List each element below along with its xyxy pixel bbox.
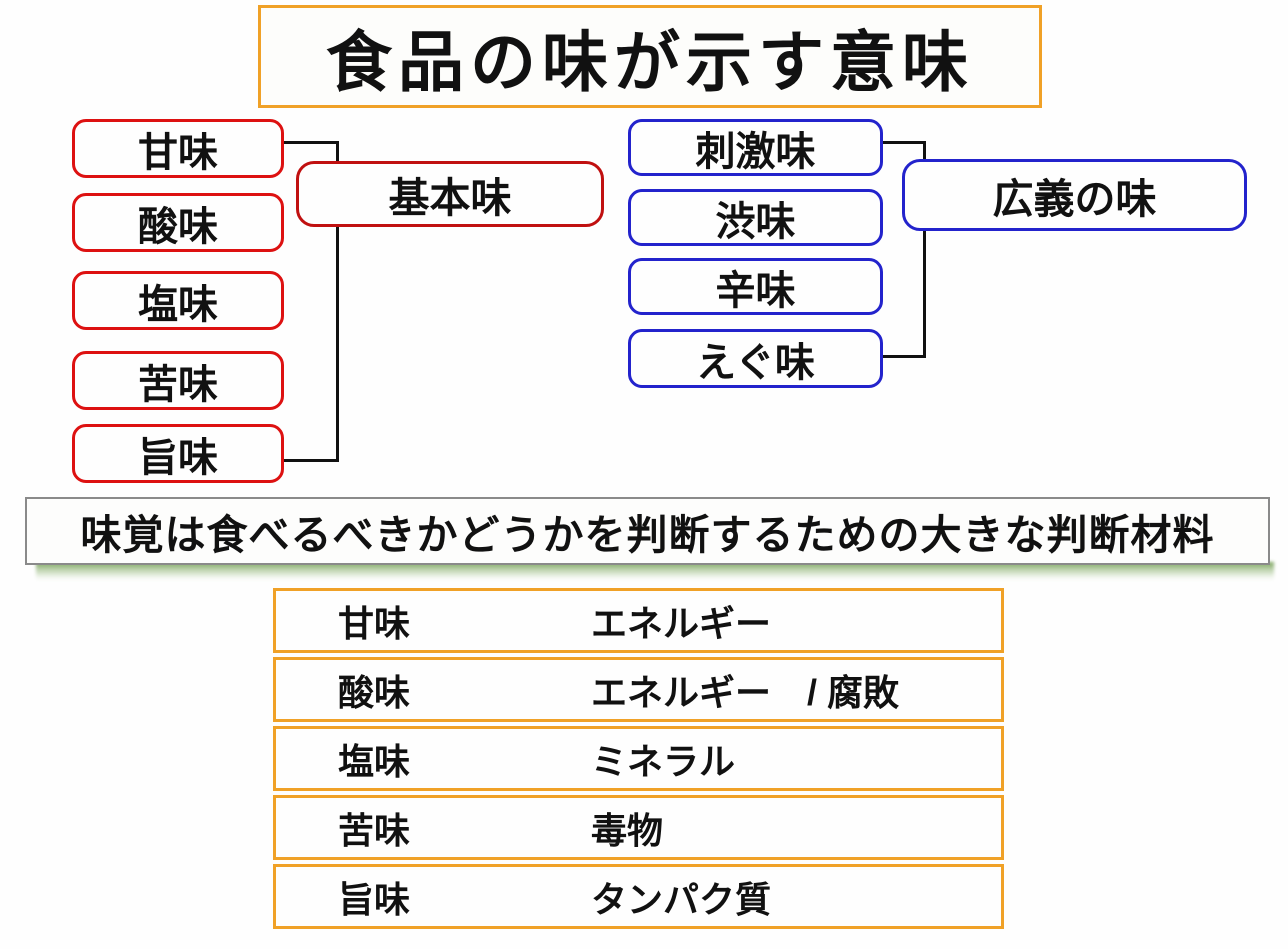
connector-broad-vertical — [923, 141, 926, 358]
row-taste-sour: 酸味 — [338, 671, 411, 713]
taste-box-spicy: 辛味 — [628, 258, 883, 315]
page-title: 食品の味が示す意味 — [326, 24, 974, 99]
taste-label-sweet: 甘味 — [138, 130, 218, 175]
taste-box-salty: 塩味 — [72, 271, 284, 330]
banner-box: 味覚は食べるべきかどうかを判断するための大きな判断材料 — [25, 497, 1270, 565]
connector-basic-vertical — [336, 141, 339, 462]
group-label-broad-taste: 広義の味 — [992, 176, 1157, 222]
taste-box-umami: 旨味 — [72, 424, 284, 483]
taste-label-sour: 酸味 — [138, 204, 218, 249]
connector-basic-bottom — [277, 459, 339, 462]
table-row-bitter: 苦味 毒物 — [273, 795, 1004, 860]
row-taste-salty: 塩味 — [338, 740, 411, 782]
connector-basic-top — [277, 141, 338, 144]
table-row-umami: 旨味 タンパク質 — [273, 864, 1004, 929]
row-meaning-sweet: エネルギー — [591, 602, 772, 644]
group-label-basic-taste: 基本味 — [388, 175, 512, 221]
taste-label-acrid: えぐ味 — [696, 340, 815, 385]
taste-box-acrid: えぐ味 — [628, 329, 883, 388]
taste-box-bitter: 苦味 — [72, 351, 284, 410]
row-taste-bitter: 苦味 — [338, 809, 411, 851]
taste-label-salty: 塩味 — [138, 282, 218, 327]
group-box-broad-taste: 広義の味 — [902, 159, 1247, 231]
taste-label-astringent: 渋味 — [715, 199, 796, 244]
taste-box-astringent: 渋味 — [628, 189, 883, 246]
row-taste-umami: 旨味 — [338, 878, 411, 920]
group-box-basic-taste: 基本味 — [296, 161, 604, 227]
table-row-sour: 酸味 エネルギー / 腐敗 — [273, 657, 1004, 722]
row-meaning-umami: タンパク質 — [591, 878, 772, 920]
table-row-salty: 塩味 ミネラル — [273, 726, 1004, 791]
taste-box-sour: 酸味 — [72, 193, 284, 252]
row-taste-sweet: 甘味 — [338, 602, 411, 644]
banner-text: 味覚は食べるべきかどうかを判断するための大きな判断材料 — [80, 512, 1215, 558]
row-meaning-sour: エネルギー / 腐敗 — [591, 671, 900, 713]
connector-broad-top — [876, 141, 926, 144]
taste-box-sweet: 甘味 — [72, 119, 284, 178]
title-box: 食品の味が示す意味 — [258, 5, 1042, 108]
row-meaning-bitter: 毒物 — [591, 809, 664, 851]
taste-label-bitter: 苦味 — [138, 362, 218, 407]
connector-broad-bottom — [878, 355, 926, 358]
taste-meaning-table: 甘味 エネルギー 酸味 エネルギー / 腐敗 塩味 ミネラル 苦味 毒物 旨味 … — [273, 588, 1004, 929]
taste-label-umami: 旨味 — [138, 435, 218, 480]
table-row-sweet: 甘味 エネルギー — [273, 588, 1004, 653]
taste-label-pungent: 刺激味 — [695, 129, 816, 174]
taste-label-spicy: 辛味 — [715, 268, 796, 313]
taste-box-pungent: 刺激味 — [628, 119, 883, 176]
row-meaning-salty: ミネラル — [591, 740, 736, 782]
banner-green-glow — [36, 562, 1274, 581]
